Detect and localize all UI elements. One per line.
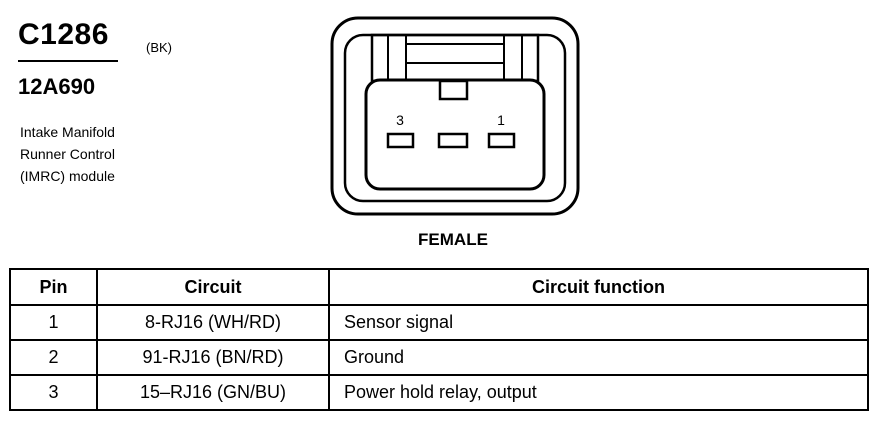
- description-line: Intake Manifold: [20, 124, 115, 140]
- circuit-cell: 8-RJ16 (WH/RD): [96, 304, 330, 341]
- function-cell: Ground: [328, 339, 869, 376]
- column-header-circuit: Circuit: [96, 268, 330, 306]
- circuit-cell: 15–RJ16 (GN/BU): [96, 374, 330, 411]
- circuit-cell: 91-RJ16 (BN/RD): [96, 339, 330, 376]
- part-number: 12A690: [18, 74, 96, 99]
- connector-id: C1286: [18, 18, 109, 51]
- description-line: (IMRC) module: [20, 168, 115, 184]
- column-header-pin: Pin: [9, 268, 98, 306]
- title-underline: [18, 60, 118, 62]
- polarizing-key: [438, 79, 469, 101]
- table-row: 1 8-RJ16 (WH/RD) Sensor signal: [9, 304, 869, 341]
- connector-color-code: (BK): [146, 40, 172, 55]
- function-cell: Sensor signal: [328, 304, 869, 341]
- connector-outer-housing: [330, 16, 580, 216]
- table-row: 2 91-RJ16 (BN/RD) Ground: [9, 339, 869, 376]
- cavity-label-1: 1: [497, 112, 505, 128]
- table-header-row: Pin Circuit Circuit function: [9, 268, 869, 306]
- function-cell: Power hold relay, output: [328, 374, 869, 411]
- description-line: Runner Control: [20, 146, 115, 162]
- pin-cell: 2: [9, 339, 98, 376]
- cavity-label-3: 3: [396, 112, 404, 128]
- cavity-1: [487, 132, 516, 149]
- connector-face-diagram: 3 1: [330, 16, 580, 216]
- pin-cell: 3: [9, 374, 98, 411]
- cavity-2: [437, 132, 469, 149]
- pinout-table: Pin Circuit Circuit function 1 8-RJ16 (W…: [9, 268, 869, 411]
- column-header-function: Circuit function: [328, 268, 869, 306]
- connector-gender-label: FEMALE: [418, 230, 488, 249]
- pin-cell: 1: [9, 304, 98, 341]
- cavity-3: [386, 132, 415, 149]
- connector-description: Intake Manifold Runner Control (IMRC) mo…: [20, 121, 115, 187]
- table-row: 3 15–RJ16 (GN/BU) Power hold relay, outp…: [9, 374, 869, 411]
- connector-latch: [370, 33, 540, 83]
